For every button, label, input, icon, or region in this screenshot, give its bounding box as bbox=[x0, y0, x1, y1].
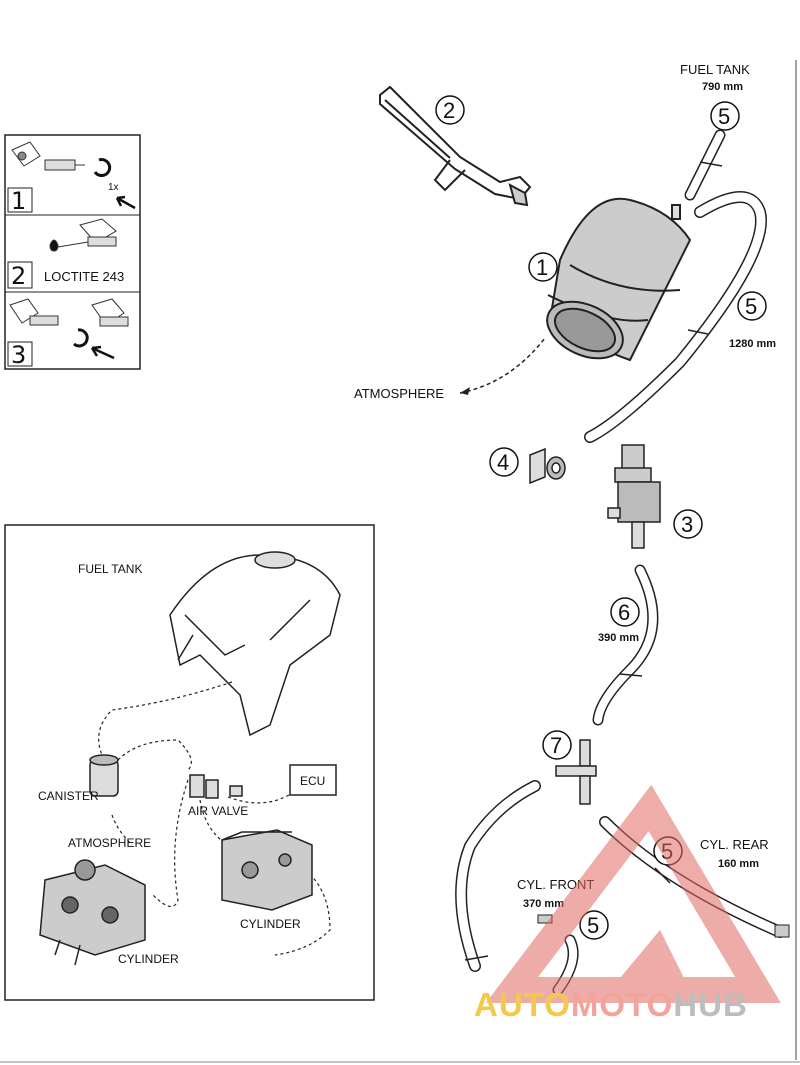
step2-number: 2 bbox=[11, 262, 26, 290]
callout-3: 3 bbox=[681, 512, 693, 537]
callout-4: 4 bbox=[497, 450, 509, 475]
schematic-air-valve-label: AIR VALVE bbox=[188, 804, 248, 818]
cyl-front-length: 370 mm bbox=[523, 898, 564, 910]
callout-7: 7 bbox=[550, 733, 562, 758]
canister-part-1 bbox=[546, 197, 692, 362]
fuel-tank-hose-length: 790 mm bbox=[702, 81, 743, 93]
callout-circle-5a bbox=[710, 101, 740, 131]
watermark-part3: HUB bbox=[673, 986, 748, 1023]
hose-mid-length: 390 mm bbox=[598, 632, 639, 644]
callout-circle-3 bbox=[673, 509, 703, 539]
rear-nipple bbox=[774, 924, 790, 938]
callout-circle-7 bbox=[542, 730, 572, 760]
callout-circle-2 bbox=[435, 95, 465, 125]
watermark-triangle bbox=[485, 784, 781, 1003]
clamp-icon bbox=[73, 328, 89, 348]
step3-number: 3 bbox=[11, 341, 26, 369]
schematic-cylinder-left-label: CYLINDER bbox=[118, 952, 179, 966]
ecu-box bbox=[289, 764, 337, 796]
schematic-atmosphere-label: ATMOSPHERE bbox=[68, 836, 151, 850]
cyl-rear-length: 160 mm bbox=[718, 858, 759, 870]
clamp-icon bbox=[93, 158, 112, 177]
step1-note: 1x bbox=[108, 182, 119, 193]
callout-2: 2 bbox=[443, 98, 455, 123]
step2-text: LOCTITE 243 bbox=[44, 269, 124, 284]
watermark-part2: MOTO bbox=[570, 986, 674, 1023]
clip-part-4 bbox=[529, 447, 566, 485]
air-valve-illustration bbox=[189, 774, 243, 799]
schematic-ecu-label: ECU bbox=[300, 774, 325, 788]
cylinder-right-illustration bbox=[221, 829, 313, 911]
cylinder-left-illustration bbox=[39, 859, 146, 966]
step2-fitting-illustration bbox=[49, 218, 117, 252]
schematic-canister-label: CANISTER bbox=[38, 789, 99, 803]
arrow-icon bbox=[115, 195, 136, 210]
schematic-box: FUEL TANK CANISTER A bbox=[4, 524, 375, 1001]
callout-circle-1 bbox=[528, 252, 558, 282]
schematic-fuel-tank-label: FUEL TANK bbox=[78, 562, 142, 576]
callout-1: 1 bbox=[536, 255, 548, 280]
cyl-rear-label: CYL. REAR bbox=[700, 837, 769, 852]
arrow-icon bbox=[90, 345, 115, 360]
step1-fitting-illustration bbox=[11, 141, 85, 171]
bracket-part-2 bbox=[379, 85, 532, 207]
canister-illustration bbox=[89, 754, 119, 797]
step1-number: 1 bbox=[11, 187, 26, 215]
t-connector-part-7 bbox=[555, 739, 597, 805]
callout-5: 5 bbox=[745, 294, 757, 319]
callout-5: 5 bbox=[718, 104, 730, 129]
callout-5: 5 bbox=[587, 913, 599, 938]
fuel-tank-label: FUEL TANK bbox=[680, 62, 750, 77]
callout-circle-5b bbox=[737, 291, 767, 321]
callout-circle-6 bbox=[610, 597, 640, 627]
steps-box: 1 1x 2 LOCTITE 243 3 bbox=[4, 134, 141, 370]
air-valve-part-3 bbox=[607, 444, 661, 549]
step3-fitting-illustration bbox=[9, 298, 129, 327]
callout-6: 6 bbox=[618, 600, 630, 625]
callout-circle-5d bbox=[579, 910, 609, 940]
schematic-cylinder-right-label: CYLINDER bbox=[240, 917, 301, 931]
watermark-part1: AUTO bbox=[474, 986, 571, 1023]
atmosphere-label: ATMOSPHERE bbox=[354, 386, 444, 401]
hose-right-length: 1280 mm bbox=[729, 338, 776, 350]
watermark-logo: AUTOMOTOHUB bbox=[474, 986, 748, 1024]
fuel-tank-illustration bbox=[169, 551, 341, 737]
callout-circle-4 bbox=[489, 447, 519, 477]
